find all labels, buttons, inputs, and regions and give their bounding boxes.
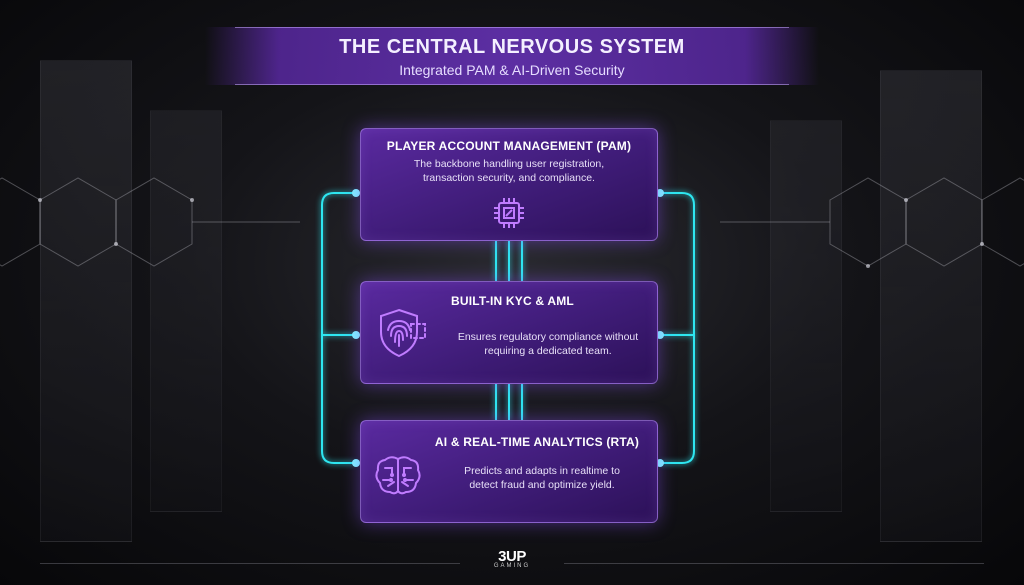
brand-logo: 3UP GAMING — [482, 548, 542, 569]
card-ai-desc-line1: Predicts and adapts in realtime to — [464, 465, 620, 477]
brain-icon — [375, 456, 421, 495]
card-pam-desc-line2: transaction security, and compliance. — [423, 172, 595, 184]
header-banner: THE CENTRAL NERVOUS SYSTEM Integrated PA… — [205, 27, 819, 85]
card-ai-rta: AI & REAL-TIME ANALYTICS (RTA) Predicts … — [360, 420, 658, 523]
server-rack-right-2 — [770, 120, 842, 512]
card-ai-desc-line2: detect fraud and optimize yield. — [469, 479, 615, 491]
page-title: THE CENTRAL NERVOUS SYSTEM — [339, 36, 685, 58]
server-rack-left — [40, 60, 132, 542]
footer-rule-right — [564, 563, 984, 564]
logo-subtext: GAMING — [493, 563, 531, 569]
banner-top-rule — [235, 27, 789, 28]
footer-rule-left — [40, 563, 460, 564]
chip-icon — [494, 198, 524, 228]
card-kyc-desc-line2: requiring a dedicated team. — [484, 345, 612, 357]
banner-bottom-rule — [235, 84, 789, 85]
card-kyc-desc-line1: Ensures regulatory compliance without — [457, 331, 639, 343]
server-rack-right — [880, 70, 982, 542]
card-kyc-aml: BUILT-IN KYC & AML Ensures regulatory co… — [360, 281, 658, 384]
logo-text: 3UP — [498, 548, 526, 565]
card-ai-title: AI & REAL-TIME ANALYTICS (RTA) — [434, 435, 640, 449]
card-pam-desc-line1: The backbone handling user registration, — [413, 158, 605, 170]
server-rack-left-2 — [150, 110, 222, 512]
page-subtitle: Integrated PAM & AI-Driven Security — [399, 62, 625, 78]
card-pam: PLAYER ACCOUNT MANAGEMENT (PAM) The back… — [360, 128, 658, 241]
card-kyc-title: BUILT-IN KYC & AML — [451, 294, 574, 308]
fingerprint-shield-icon — [380, 308, 426, 358]
card-pam-title: PLAYER ACCOUNT MANAGEMENT (PAM) — [386, 139, 632, 153]
